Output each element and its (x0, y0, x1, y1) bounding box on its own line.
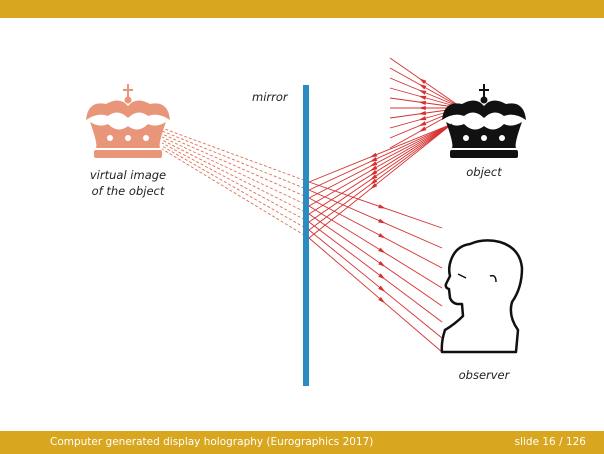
mirror-label: mirror (252, 90, 289, 104)
virtual-ray (161, 133, 310, 199)
virtual-ray (161, 145, 310, 231)
ray-arrowhead (378, 273, 386, 280)
object-ray (389, 57, 463, 109)
incident-ray (308, 123, 453, 199)
observer-ear-mark (489, 274, 497, 283)
ray-arrowhead (418, 105, 426, 111)
ray-arrowhead (378, 296, 386, 304)
slide-counter: slide 16 / 126 (514, 436, 586, 448)
virtual-image-label-line1: virtual image (90, 168, 166, 182)
reflected-ray (308, 237, 443, 353)
ray-arrowhead (418, 126, 427, 132)
incident-ray (308, 123, 453, 191)
incident-ray (308, 123, 453, 207)
incident-ray (308, 123, 453, 223)
ray-arrowhead (378, 285, 386, 292)
top-accent-bar (0, 0, 604, 18)
ray-arrowhead (418, 100, 427, 106)
virtual-ray (161, 127, 310, 183)
ray-arrowhead (418, 116, 427, 121)
ray-arrowhead (378, 204, 386, 209)
ray-arrowhead (378, 218, 386, 224)
virtual-ray (161, 142, 310, 223)
mirror (303, 85, 309, 386)
observer-silhouette-icon (440, 239, 524, 354)
reflected-ray (308, 181, 443, 229)
ray-arrowhead (369, 152, 378, 158)
reflected-ray (308, 205, 443, 289)
ray-arrowhead (369, 161, 378, 167)
ray-arrowhead (370, 178, 378, 185)
incident-ray (308, 123, 453, 215)
reflected-ray (308, 221, 443, 323)
virtual-ray (161, 139, 310, 215)
ray-arrowhead (418, 121, 427, 127)
ray-arrowhead (418, 110, 427, 116)
ray-arrowhead (378, 247, 386, 254)
reflected-ray (308, 213, 443, 307)
observer-label: observer (459, 368, 511, 382)
mirror-reflection-diagram: mirror virtual image of the object objec… (86, 57, 526, 386)
footer-title: Computer generated display holography (E… (50, 436, 374, 448)
object-crown-icon (442, 84, 526, 158)
ray-arrowhead (369, 156, 378, 162)
object-ray (389, 87, 463, 109)
ray-arrowhead (419, 78, 427, 85)
incident-ray (308, 123, 453, 183)
ray-arrowhead (418, 89, 427, 95)
ray-arrowhead (418, 84, 427, 90)
incident-ray (308, 123, 453, 231)
ray-arrowhead (370, 182, 378, 190)
reflected-ray (308, 197, 443, 269)
reflected-ray (308, 229, 443, 339)
object-ray (389, 77, 463, 109)
virtual-ray (161, 136, 310, 207)
footer-bar: Computer generated display holography (E… (0, 431, 604, 454)
object-ray (389, 67, 463, 109)
ray-arrowhead (378, 233, 386, 239)
ray-arrowhead (369, 165, 378, 172)
ray-arrowhead (369, 169, 378, 176)
virtual-ray (161, 148, 310, 239)
virtual-image-label-line2: of the object (92, 184, 165, 198)
ray-arrowhead (378, 260, 386, 267)
virtual-crown-icon (86, 84, 170, 158)
incident-ray (308, 123, 453, 239)
reflected-ray (308, 189, 443, 249)
virtual-rays (161, 127, 310, 239)
object-label: object (466, 165, 502, 179)
virtual-ray (161, 130, 310, 191)
ray-arrowhead (418, 95, 427, 100)
real-rays (308, 57, 463, 353)
observer-eye-mark (457, 273, 467, 279)
ray-arrowhead (370, 174, 378, 181)
